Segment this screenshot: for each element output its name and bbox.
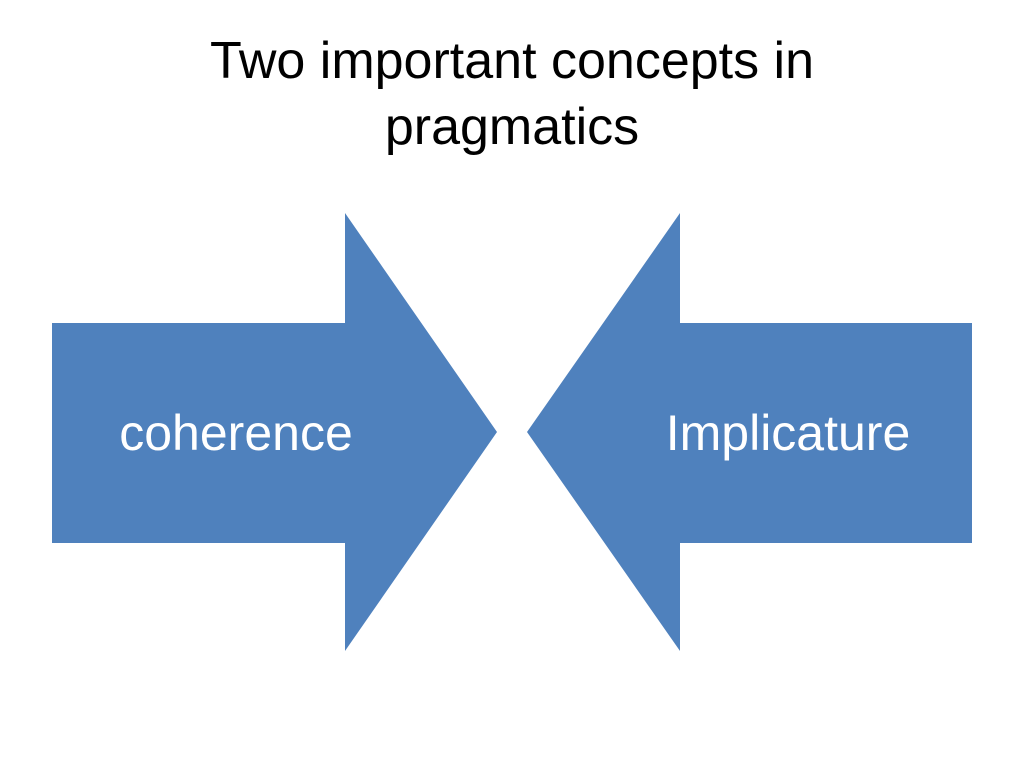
- arrow-label-implicature: Implicature: [666, 405, 911, 461]
- left-arrow-shape: [527, 213, 972, 651]
- left-arrow-implicature: Implicature: [527, 213, 972, 651]
- slide-title: Two important concepts in pragmatics: [209, 32, 815, 156]
- right-arrow-coherence: coherence: [52, 213, 497, 651]
- arrow-label-coherence: coherence: [119, 405, 353, 461]
- right-arrow-shape: [52, 213, 497, 651]
